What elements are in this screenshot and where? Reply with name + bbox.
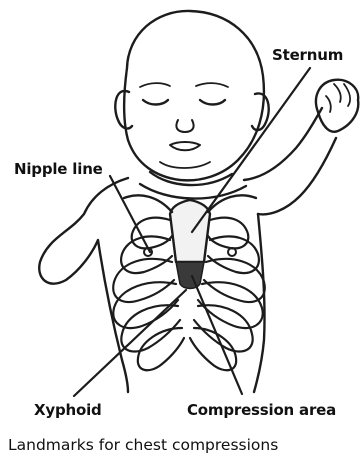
infant-eye-left [143, 100, 168, 105]
label-xyphoid: Xyphoid [34, 401, 102, 419]
label-nipple-line: Nipple line [14, 160, 103, 178]
infant-eyebrow-left [140, 83, 170, 87]
sternum-shape [170, 200, 210, 262]
infant-arm-right-lower [258, 138, 336, 214]
infant-eye-right [200, 100, 225, 105]
clavicle-left [124, 195, 172, 212]
infant-ear-right [252, 93, 269, 130]
infant-head [124, 11, 264, 180]
label-sternum: Sternum [272, 46, 343, 64]
infant-body-left [39, 178, 128, 392]
infant-chin [160, 162, 210, 168]
leader-sternum [192, 68, 310, 232]
infant-nose [176, 120, 193, 132]
infant-mouth [170, 142, 200, 150]
leader-xyphoid [74, 290, 186, 396]
infant-eyebrow-right [196, 83, 228, 87]
infant-fist-fingers [326, 84, 350, 112]
compression-area-shape [176, 262, 204, 289]
label-compression-area: Compression area [187, 401, 336, 419]
figure-caption: Landmarks for chest compressions [8, 436, 278, 454]
leader-compression-area [192, 276, 242, 394]
